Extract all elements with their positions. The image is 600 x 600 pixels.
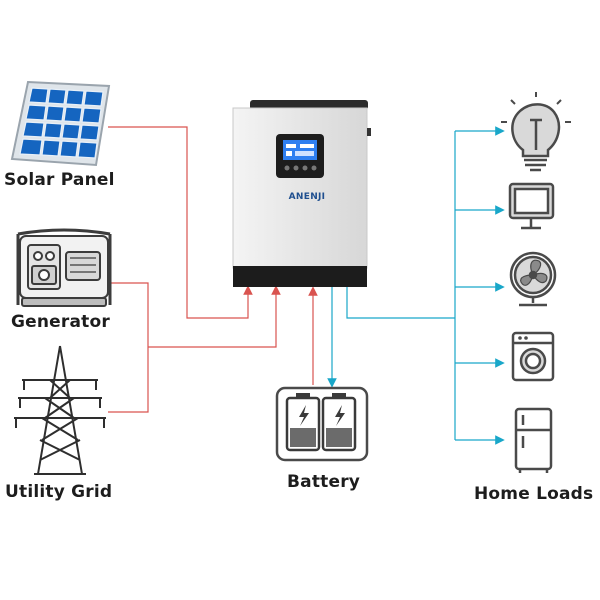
generator-line	[108, 282, 149, 347]
input-connection-lines	[108, 126, 318, 413]
generator-icon	[16, 228, 112, 307]
refrigerator-icon	[514, 407, 553, 473]
generator-grid-to-inverter-line	[148, 285, 281, 348]
washing-machine-icon	[511, 331, 555, 382]
fan-icon	[509, 251, 557, 307]
generator-label: Generator	[11, 312, 110, 332]
solar-to-inverter-line	[108, 126, 253, 319]
battery-label: Battery	[287, 472, 361, 492]
utility-grid-tower-icon	[14, 345, 106, 475]
grid-line	[108, 347, 149, 413]
monitor-icon	[508, 182, 555, 230]
inverter-display	[276, 134, 324, 178]
inverter-to-loads-line	[346, 287, 455, 319]
inverter-brand-logo: ANENJI	[288, 192, 326, 202]
inverter-device	[232, 100, 371, 287]
solar-panel-label: Solar Panel	[4, 170, 115, 190]
light-bulb-icon	[501, 92, 571, 172]
output-connection-lines	[327, 126, 505, 445]
home-loads-label: Home Loads	[474, 484, 594, 504]
battery-icon	[275, 386, 369, 462]
utility-grid-label: Utility Grid	[5, 482, 113, 502]
solar-panel-icon	[10, 80, 111, 167]
